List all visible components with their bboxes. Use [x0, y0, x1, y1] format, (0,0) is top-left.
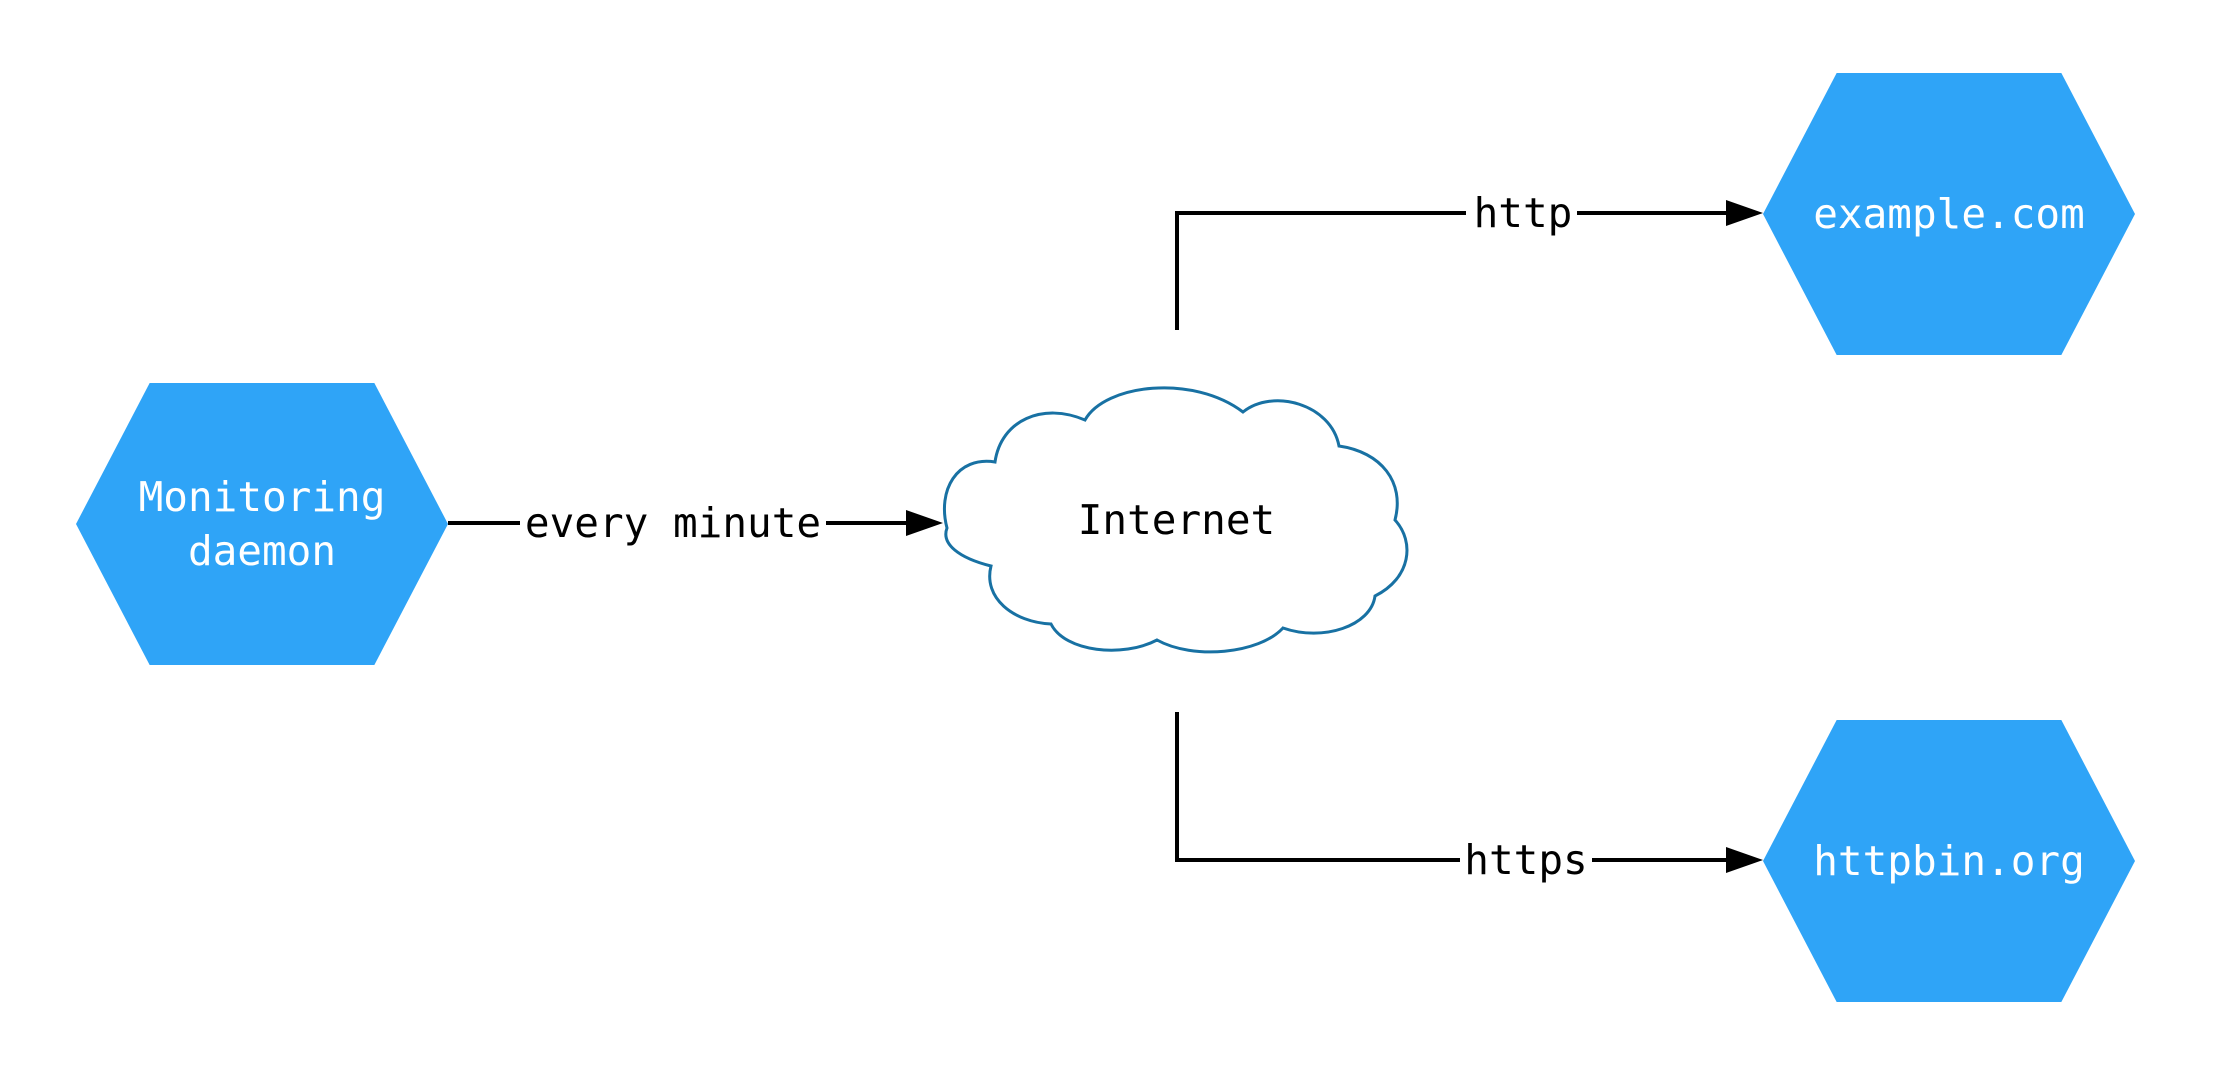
edge-https-line-start: [1175, 858, 1461, 862]
cloud-outline: [942, 386, 1409, 654]
node-httpbin-org-label: httpbin.org: [1813, 837, 2085, 885]
edge-every-minute-line-end: [826, 521, 906, 525]
node-monitoring-daemon: Monitoring daemon: [76, 383, 448, 665]
edge-https-line-vertical: [1175, 712, 1179, 862]
edge-https-label: https: [1464, 836, 1588, 884]
edge-every-minute-label: every minute: [524, 499, 822, 547]
edge-https-line-end: [1592, 858, 1727, 862]
node-monitoring-daemon-label-line1: Monitoring: [138, 473, 386, 521]
edge-http-line-start: [1175, 211, 1467, 215]
arrowhead-icon: [1726, 200, 1763, 226]
internet-cloud-shape: [942, 386, 1409, 654]
edge-http-label: http: [1473, 189, 1573, 237]
arrowhead-icon: [906, 510, 943, 536]
node-httpbin-org: httpbin.org: [1763, 720, 2135, 1002]
edge-http-line-end: [1577, 211, 1727, 215]
edge-http-line-vertical: [1175, 211, 1179, 331]
edge-every-minute-line-start: [448, 521, 520, 525]
node-example-com-label: example.com: [1813, 190, 2085, 238]
node-internet-label: Internet: [1077, 495, 1276, 544]
node-monitoring-daemon-label-line2: daemon: [187, 527, 337, 575]
node-example-com: example.com: [1763, 73, 2135, 355]
arrowhead-icon: [1726, 847, 1763, 873]
